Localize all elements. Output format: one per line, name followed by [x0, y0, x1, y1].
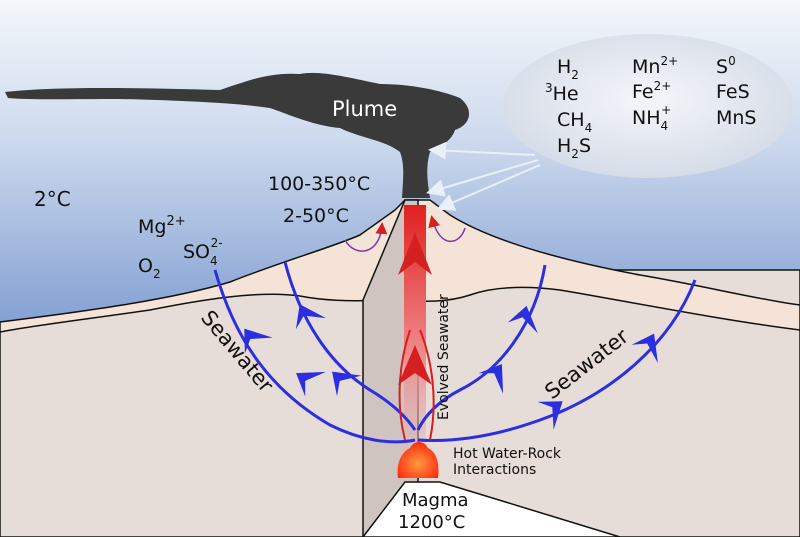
- chemistry-bubble: [503, 34, 793, 178]
- species-mn: Mn2+: [632, 54, 678, 78]
- hot-interactions-label-2: Interactions: [453, 462, 536, 478]
- species-mns: MnS: [716, 107, 757, 129]
- upflow-arrow-lower: [398, 345, 432, 385]
- seawater-arrowhead: [537, 401, 563, 430]
- seawater-path-right-outer: [417, 279, 697, 442]
- species-fe: Fe2+: [632, 79, 671, 103]
- diffuse-loop-left: [344, 222, 388, 252]
- vent-temp-label: 100-350°C: [268, 173, 370, 195]
- pointer-arrow: [436, 164, 541, 211]
- pointer-arrow: [428, 141, 536, 160]
- diffuse-loop-right: [428, 215, 466, 243]
- species-h2s: H2S: [557, 135, 591, 161]
- plume-cloud: [5, 72, 470, 198]
- hot-flow-right: [419, 329, 435, 441]
- ambient-temp-label: 2°C: [34, 187, 71, 211]
- species-h2: H2: [557, 56, 579, 82]
- seawater-arrowhead: [631, 333, 658, 364]
- conduit: [404, 205, 426, 475]
- magma-temp-label: 1200°C: [398, 512, 465, 533]
- seawater-arrowhead: [295, 304, 327, 330]
- species-fes: FeS: [716, 81, 750, 103]
- hot-interactions-label-1: Hot Water-Rock: [453, 446, 562, 462]
- species-ch4: CH4: [557, 109, 592, 135]
- seawater-arrowhead: [332, 371, 362, 397]
- seawater-arrowhead: [244, 328, 273, 354]
- plume-label: Plume: [332, 97, 397, 121]
- mg-ion-label: Mg2+: [138, 214, 186, 238]
- species-he3: 3He: [545, 81, 579, 105]
- species-nh4: NH4+: [632, 103, 671, 133]
- seawater-arrowhead: [478, 364, 504, 394]
- pointer-arrow: [426, 159, 539, 197]
- diffuse-temp-label: 2-50°C: [283, 205, 349, 227]
- oxygen-label: O2: [138, 255, 161, 281]
- seawater-arrowhead: [296, 371, 326, 397]
- species-s0: S0: [716, 54, 736, 78]
- magma-blob: [397, 442, 439, 478]
- magma-chamber: [362, 481, 621, 537]
- sulfate-ion-label: SO42-: [183, 236, 223, 268]
- magma-label: Magma: [402, 490, 469, 511]
- upflow-arrow-upper: [398, 232, 432, 275]
- seawater-arrowhead: [507, 305, 538, 334]
- seawater-path-right-inner: [416, 264, 547, 431]
- hot-flow-left: [398, 329, 411, 441]
- seawater-path-left-outer: [213, 269, 416, 444]
- evolved-seawater-label: Evolved Seawater: [436, 294, 452, 420]
